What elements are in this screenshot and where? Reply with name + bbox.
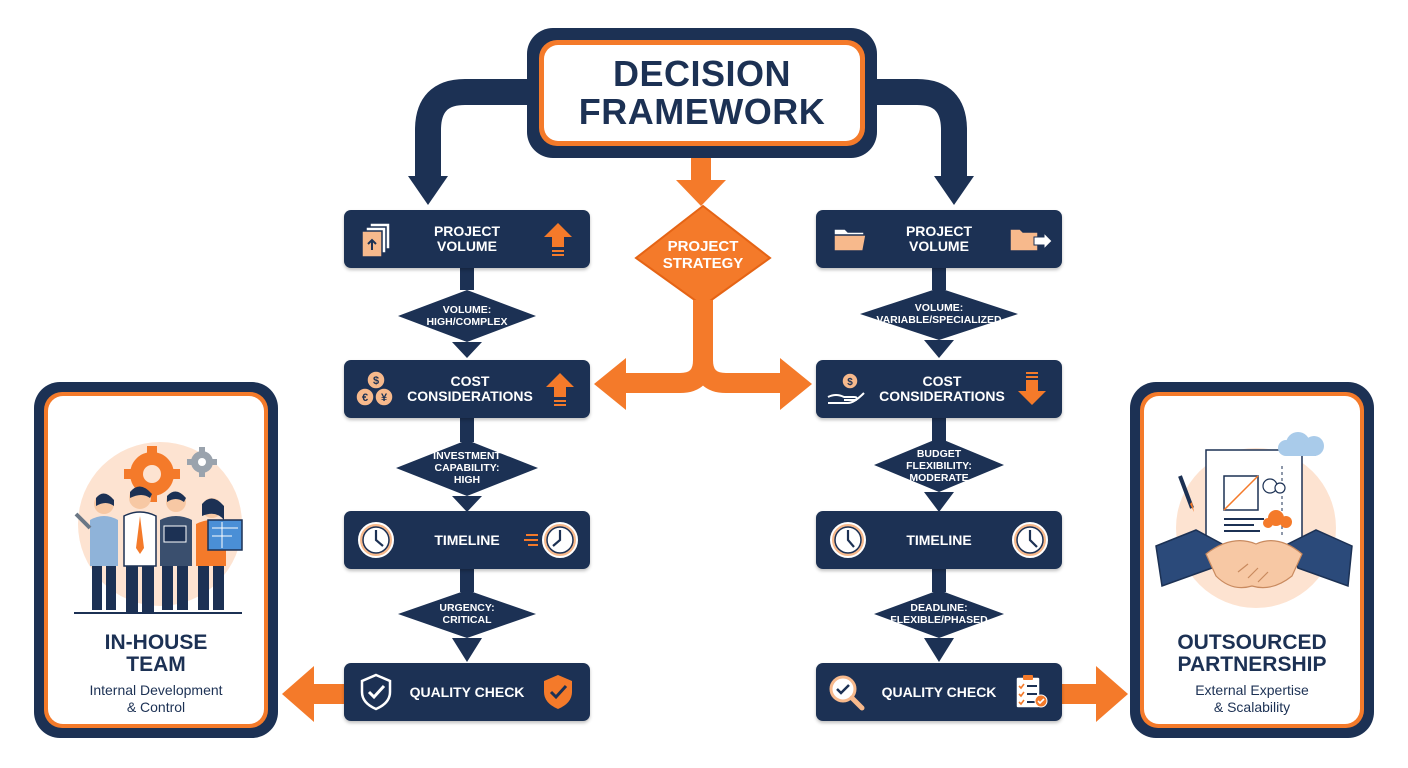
small-cloud-icon bbox=[1262, 478, 1286, 494]
left-step-cost-considerations: $ € ¥ COST CONSIDERATIONS bbox=[344, 360, 590, 418]
right-step-2-line-1: COST bbox=[922, 373, 962, 389]
fast-clock-icon bbox=[524, 522, 578, 558]
right-step-1-line-1: PROJECT bbox=[905, 223, 973, 239]
svg-text:$: $ bbox=[373, 375, 379, 387]
project-strategy-label: PROJECT STRATEGY bbox=[662, 238, 744, 272]
title-line-2: FRAMEWORK bbox=[578, 91, 826, 132]
left-step-2-line-2: CONSIDERATIONS bbox=[407, 388, 533, 404]
decision-framework-title: DECISION FRAMEWORK bbox=[527, 28, 877, 158]
left-decision-investment: INVESTMENT CAPABILITY: HIGH bbox=[433, 450, 501, 486]
handshake-cloud-illustration bbox=[1155, 432, 1353, 608]
in-house-title-2: TEAM bbox=[126, 653, 186, 676]
outcome-arrow-right-shaft bbox=[1060, 684, 1100, 704]
clock-icon bbox=[830, 522, 866, 558]
orange-cloud-icon bbox=[1263, 510, 1292, 528]
team-member-4 bbox=[196, 498, 243, 610]
svg-text:€: € bbox=[362, 392, 368, 404]
left-step-4-label: QUALITY CHECK bbox=[409, 683, 525, 700]
currency-coins-icon: $ € ¥ bbox=[355, 370, 394, 407]
team-people-gears-illustration bbox=[74, 442, 243, 614]
svg-text:¥: ¥ bbox=[381, 392, 388, 404]
center-arrowhead bbox=[676, 180, 726, 206]
strategy-split-stem bbox=[625, 300, 780, 393]
right-step-quality-check: QUALITY CHECK bbox=[816, 663, 1062, 721]
outsourced-title-2: PARTNERSHIP bbox=[1177, 653, 1327, 676]
outcome-arrowhead-left bbox=[282, 666, 314, 722]
svg-text:$: $ bbox=[847, 377, 853, 388]
shield-check-orange-icon bbox=[544, 675, 572, 709]
branch-arrowhead-left bbox=[408, 176, 448, 205]
right-step-cost-considerations: $ COST CONSIDERATIONS bbox=[816, 360, 1062, 418]
outcome-arrow-left-shaft bbox=[312, 684, 346, 704]
team-member-1 bbox=[74, 493, 118, 610]
arrow-up-icon bbox=[544, 223, 572, 256]
small-gear-icon bbox=[187, 447, 217, 477]
left-step-quality-check: QUALITY CHECK bbox=[344, 663, 590, 721]
arrow-up-icon bbox=[546, 373, 574, 406]
title-line-1: DECISION bbox=[612, 53, 792, 94]
left-step-timeline: TIMELINE bbox=[344, 511, 590, 569]
right-step-4-label: QUALITY CHECK bbox=[881, 683, 997, 700]
shield-check-icon bbox=[360, 673, 392, 711]
left-step-2-line-1: COST bbox=[450, 373, 490, 389]
cloud-icon bbox=[1278, 432, 1324, 456]
in-house-title-1: IN-HOUSE bbox=[104, 631, 208, 654]
in-house-sub-2: & Control bbox=[126, 699, 186, 715]
in-house-sub-1: Internal Development bbox=[89, 682, 223, 698]
right-column-connectors bbox=[860, 266, 1018, 662]
outsourced-title-1: OUTSOURCED bbox=[1177, 631, 1327, 654]
left-step-project-volume: PROJECT VOLUME bbox=[344, 210, 590, 268]
right-step-2-line-2: CONSIDERATIONS bbox=[879, 388, 1005, 404]
folder-arrow-icon bbox=[1009, 228, 1053, 252]
right-step-timeline: TIMELINE bbox=[816, 511, 1062, 569]
outsourced-sub-1: External Expertise bbox=[1195, 682, 1309, 698]
magnifier-check-icon bbox=[829, 675, 865, 711]
left-step-1-line-1: PROJECT bbox=[433, 223, 501, 239]
team-member-3 bbox=[160, 491, 192, 610]
clock-icon bbox=[358, 522, 394, 558]
checklist-icon bbox=[1015, 675, 1048, 709]
branch-arrowhead-right bbox=[934, 176, 974, 205]
branch-arrow-left bbox=[415, 79, 527, 178]
right-decision-budget: BUDGET FLEXIBILITY: MODERATE bbox=[906, 448, 972, 484]
right-step-1-line-2: VOLUME bbox=[909, 238, 969, 254]
hand-coin-icon: $ bbox=[827, 372, 865, 404]
right-step-project-volume: PROJECT VOLUME bbox=[816, 210, 1062, 268]
outcome-card-outsourced: OUTSOURCED PARTNERSHIP External Expertis… bbox=[1130, 382, 1374, 738]
outcome-arrowhead-right bbox=[1096, 666, 1128, 722]
left-decision-urgency: URGENCY: CRITICAL bbox=[439, 602, 495, 626]
split-arrowhead-left bbox=[594, 358, 626, 410]
right-step-3-label: TIMELINE bbox=[906, 531, 972, 548]
arrow-down-icon bbox=[1018, 372, 1046, 405]
branch-arrow-right bbox=[877, 79, 967, 178]
left-step-3-label: TIMELINE bbox=[434, 531, 500, 548]
outsourced-sub-2: & Scalability bbox=[1213, 699, 1291, 715]
split-arrowhead-right bbox=[780, 358, 812, 410]
clock-icon bbox=[1012, 522, 1048, 558]
right-decision-deadline: DEADLINE: FLEXIBLE/PHASED bbox=[890, 602, 988, 626]
right-decision-volume: VOLUME: VARIABLE/SPECIALIZED bbox=[876, 302, 1002, 326]
gear-icon bbox=[124, 446, 180, 502]
center-arrow-shaft bbox=[691, 152, 711, 182]
team-member-2 bbox=[123, 486, 157, 612]
folder-icon bbox=[833, 228, 867, 252]
document-stack-icon bbox=[361, 222, 391, 258]
left-step-1-line-2: VOLUME bbox=[437, 238, 497, 254]
left-decision-volume: VOLUME: HIGH/COMPLEX bbox=[426, 304, 508, 328]
left-column-connectors bbox=[396, 266, 538, 662]
outcome-card-in-house: IN-HOUSE TEAM Internal Development & Con… bbox=[34, 382, 278, 738]
